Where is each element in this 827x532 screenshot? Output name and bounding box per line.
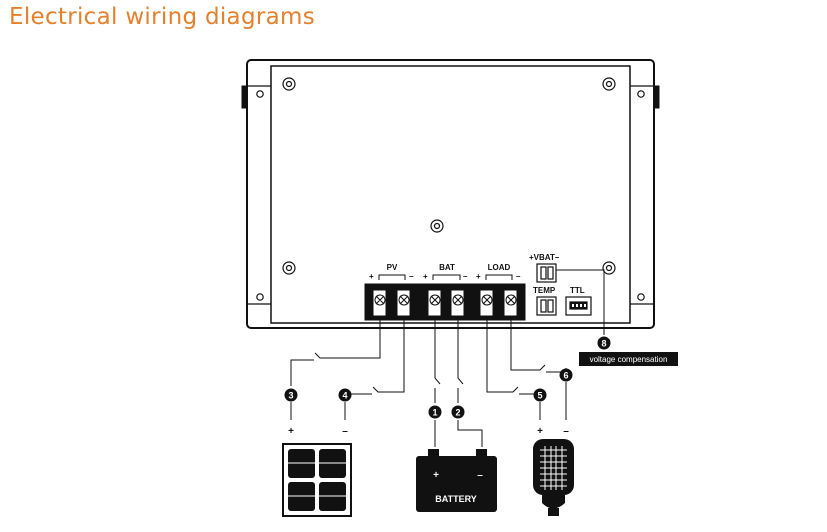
ttl-connector [565,296,592,316]
load-plus-sign: + [476,272,481,281]
vbat-connector [536,263,557,283]
page-title: Electrical wiring diagrams [9,4,315,30]
mounting-holes [256,90,645,301]
pv-plus-sign: + [369,272,374,281]
load-minus-sign: – [516,272,521,281]
battery-plus-sign: + [433,470,439,481]
battery-icon: + – BATTERY [416,449,497,512]
controller-housing [241,59,660,329]
svg-text:6: 6 [563,371,568,381]
battery-label: BATTERY [435,494,477,504]
housing-screws [282,77,616,275]
load-device-plus-sign: + [537,426,543,437]
temp-label: TEMP [533,286,556,295]
wires [290,269,605,447]
pv-minus-sign: – [409,272,414,281]
pv-terminal-label: PV [387,263,398,272]
bat-minus-sign: – [463,272,468,281]
battery-minus-sign: – [477,470,483,481]
solar-plus-sign: + [288,426,294,437]
callout-3: 3 [284,388,298,402]
callout-2: 2 [451,405,465,419]
svg-text:voltage compensation: voltage compensation [590,355,668,364]
ttl-label: TTL [570,286,585,295]
temp-connector [536,296,557,316]
solar-panel-icon [282,443,352,517]
bat-terminal-label: BAT [439,263,455,272]
load-lamp-icon [533,439,574,516]
callout-4: 4 [338,388,352,402]
voltage-compensation-label: voltage compensation [579,352,678,366]
callout-6: 6 [559,368,573,382]
svg-text:4: 4 [342,391,347,401]
terminal-block [364,283,526,321]
load-device-minus-sign: – [563,426,569,437]
svg-text:8: 8 [601,339,606,349]
callout-1: 1 [428,405,442,419]
load-terminal-label: LOAD [488,263,511,272]
callout-8: 8 [597,336,611,350]
svg-text:3: 3 [288,391,293,401]
svg-text:1: 1 [432,408,437,418]
svg-text:5: 5 [537,391,542,401]
svg-text:2: 2 [455,408,460,418]
solar-minus-sign: – [342,426,348,437]
bat-plus-sign: + [423,272,428,281]
callout-5: 5 [533,388,547,402]
vbat-label: +VBAT– [529,253,560,262]
